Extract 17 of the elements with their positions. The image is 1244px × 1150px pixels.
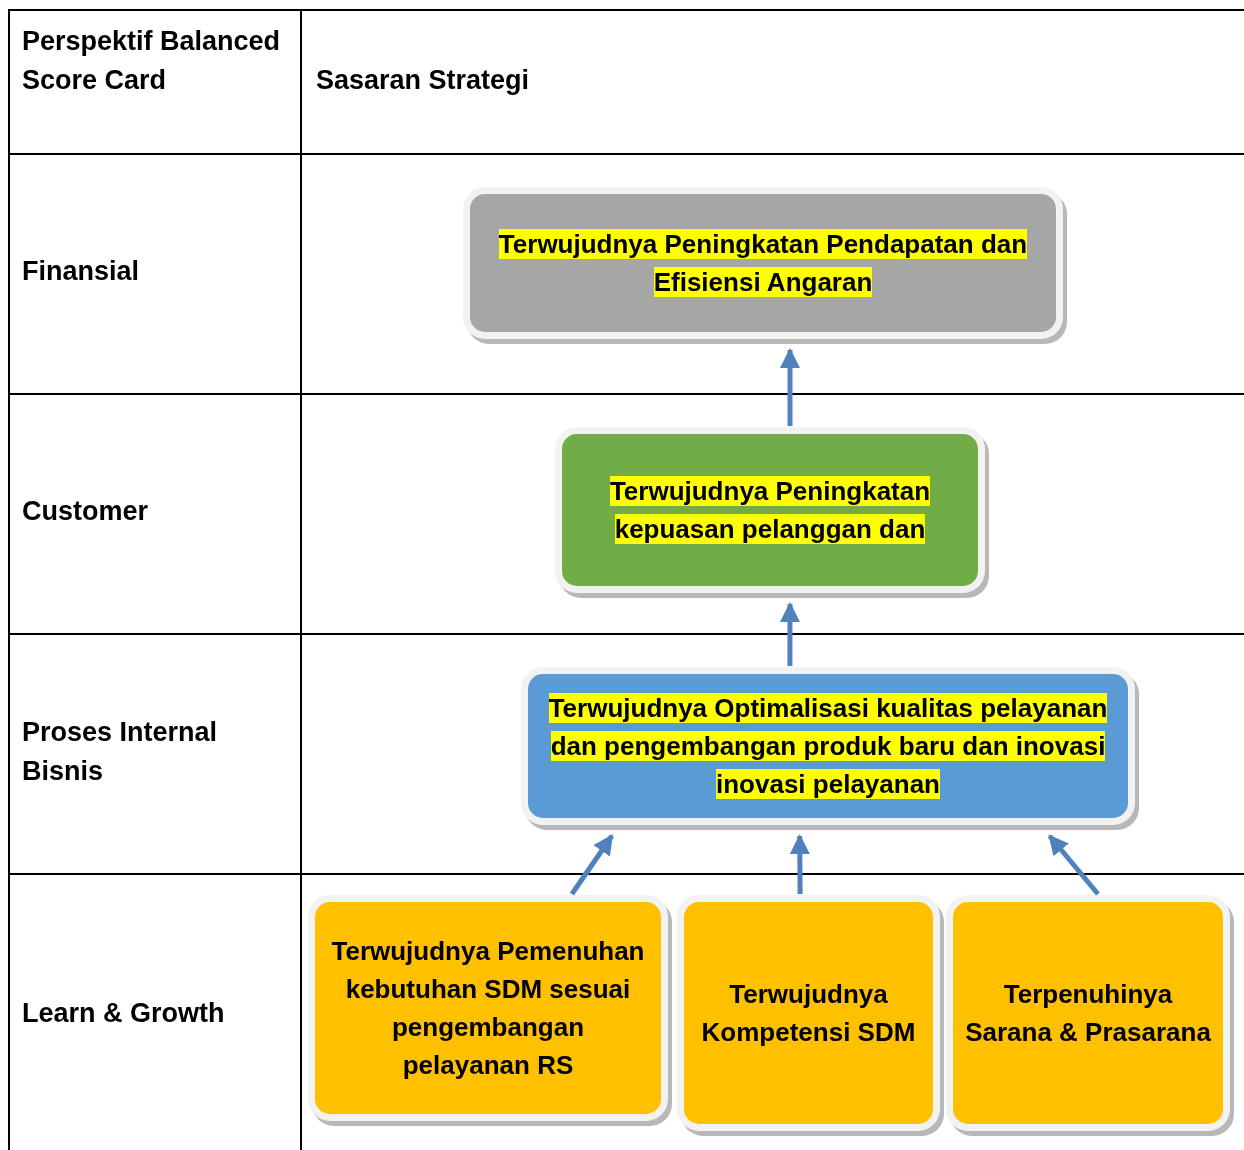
arrow — [569, 834, 614, 896]
perspective-label: Proses Internal Bisnis — [22, 716, 219, 788]
objective-text: Terwujudnya Kompetensi SDM — [700, 978, 917, 1049]
objective-text: Terwujudnya Peningkatan Pendapatan dan Efisiensi Angaran — [497, 228, 1029, 299]
column-heading: Sasaran Strategi — [316, 64, 531, 97]
objective-text: Terwujudnya Peningkatan kepuasan pelanggan dan — [608, 475, 932, 546]
perspective-label: Customer — [22, 495, 150, 528]
perspective-label: Learn & Growth — [22, 997, 226, 1030]
arrow — [780, 348, 800, 426]
objective-text: Terwujudnya Optimalisasi kualitas pelayanan dan pengembangan produk baru dan inovasi inovasi pelayanan — [547, 692, 1109, 801]
perspective-label: Finansial — [22, 255, 141, 288]
objective-text: Terpenuhinya Sarana & Prasarana — [964, 978, 1212, 1049]
arrow — [1047, 834, 1100, 896]
arrow — [780, 602, 800, 666]
objective-text: Terwujudnya Pemenuhan kebutuhan SDM sesuai pengembangan pelayanan RS — [330, 935, 646, 1082]
column-heading: Perspektif Balanced Score Card — [22, 25, 282, 97]
arrow — [789, 834, 810, 894]
